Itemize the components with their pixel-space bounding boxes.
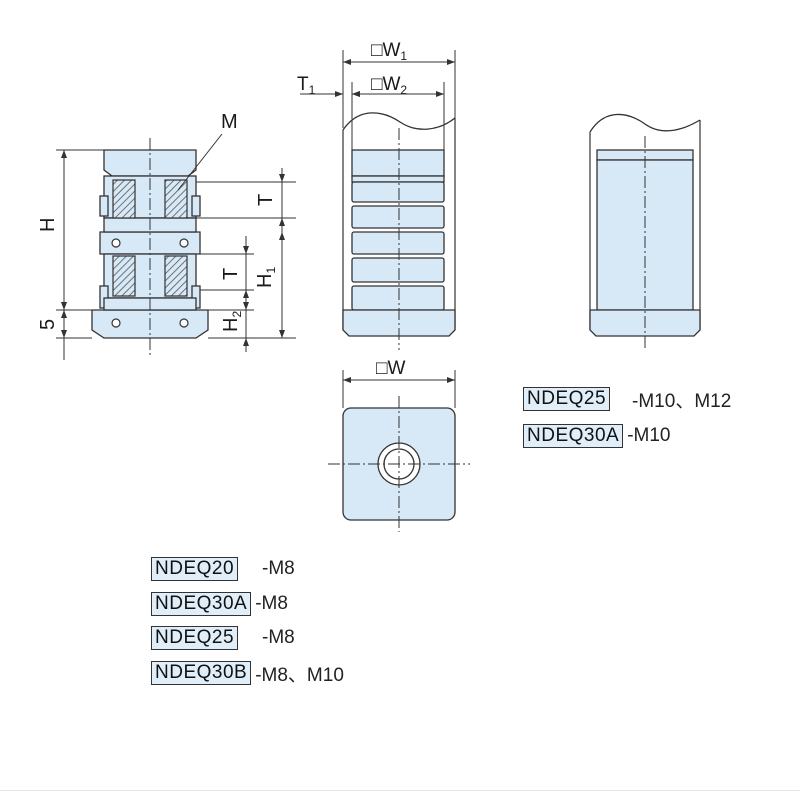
model-spec: -M8、M10: [255, 664, 344, 686]
model-row: NDEQ25 -M10、M12: [523, 386, 731, 412]
w1-sub: 1: [400, 49, 407, 63]
label-h2: H2: [220, 311, 244, 332]
model-badge: NDEQ25: [151, 626, 239, 650]
w1-main: □W: [371, 40, 400, 61]
w2-main: □W: [371, 74, 400, 95]
model-badge: NDEQ30B: [151, 661, 252, 685]
model-spec: -M8: [262, 627, 295, 648]
svg-text:H1: H1: [254, 267, 278, 288]
bottom-dimensions: [342, 370, 456, 408]
model-badge: NDEQ30A: [523, 424, 624, 448]
svg-text:H2: H2: [220, 311, 244, 332]
bolt-holes: [111, 238, 189, 328]
w2-sub: 2: [400, 83, 407, 97]
model-spec: -M10: [627, 425, 671, 446]
hatched-threads: [112, 179, 188, 297]
model-row: NDEQ30B -M8、M10: [151, 660, 344, 686]
m-leader: [177, 133, 223, 191]
bottom-arrows: [343, 377, 455, 383]
label-h: H: [37, 218, 59, 232]
side-arrows: [61, 150, 285, 346]
front-dimensions: [300, 50, 456, 150]
label-w: □W: [376, 358, 405, 379]
model-spec: -M8: [262, 558, 295, 579]
h2-main: H: [220, 318, 242, 332]
t1-main: T: [297, 74, 309, 95]
model-spec: -M10、M12: [632, 390, 732, 412]
label-h1: H1: [254, 267, 278, 288]
label-five: 5: [37, 319, 59, 330]
model-badge: NDEQ25: [523, 387, 611, 411]
model-row: NDEQ25 -M8: [151, 625, 295, 651]
model-row: NDEQ20 -M8: [151, 556, 295, 582]
model-badge: NDEQ20: [151, 557, 239, 581]
model-spec: -M8: [255, 593, 288, 614]
model-row: NDEQ30A -M10: [523, 423, 671, 449]
label-w2: □W2: [371, 74, 407, 97]
front-view: [342, 112, 456, 337]
model-row: NDEQ30A -M8: [151, 591, 288, 617]
model-badge: NDEQ30A: [151, 592, 252, 616]
label-m: M: [221, 111, 238, 133]
label-t1: T1: [297, 74, 316, 97]
bottom-centerlines: [328, 396, 470, 532]
label-t-upper: T: [255, 194, 277, 206]
label-t-lower: T: [220, 268, 242, 280]
h1-sub: 1: [264, 267, 278, 274]
bottom-divider: [0, 790, 800, 791]
front-arrows: [335, 59, 455, 97]
h1-main: H: [254, 274, 276, 288]
t1-sub: 1: [309, 83, 316, 97]
h2-sub: 2: [230, 311, 244, 318]
label-w1: □W1: [371, 40, 407, 63]
